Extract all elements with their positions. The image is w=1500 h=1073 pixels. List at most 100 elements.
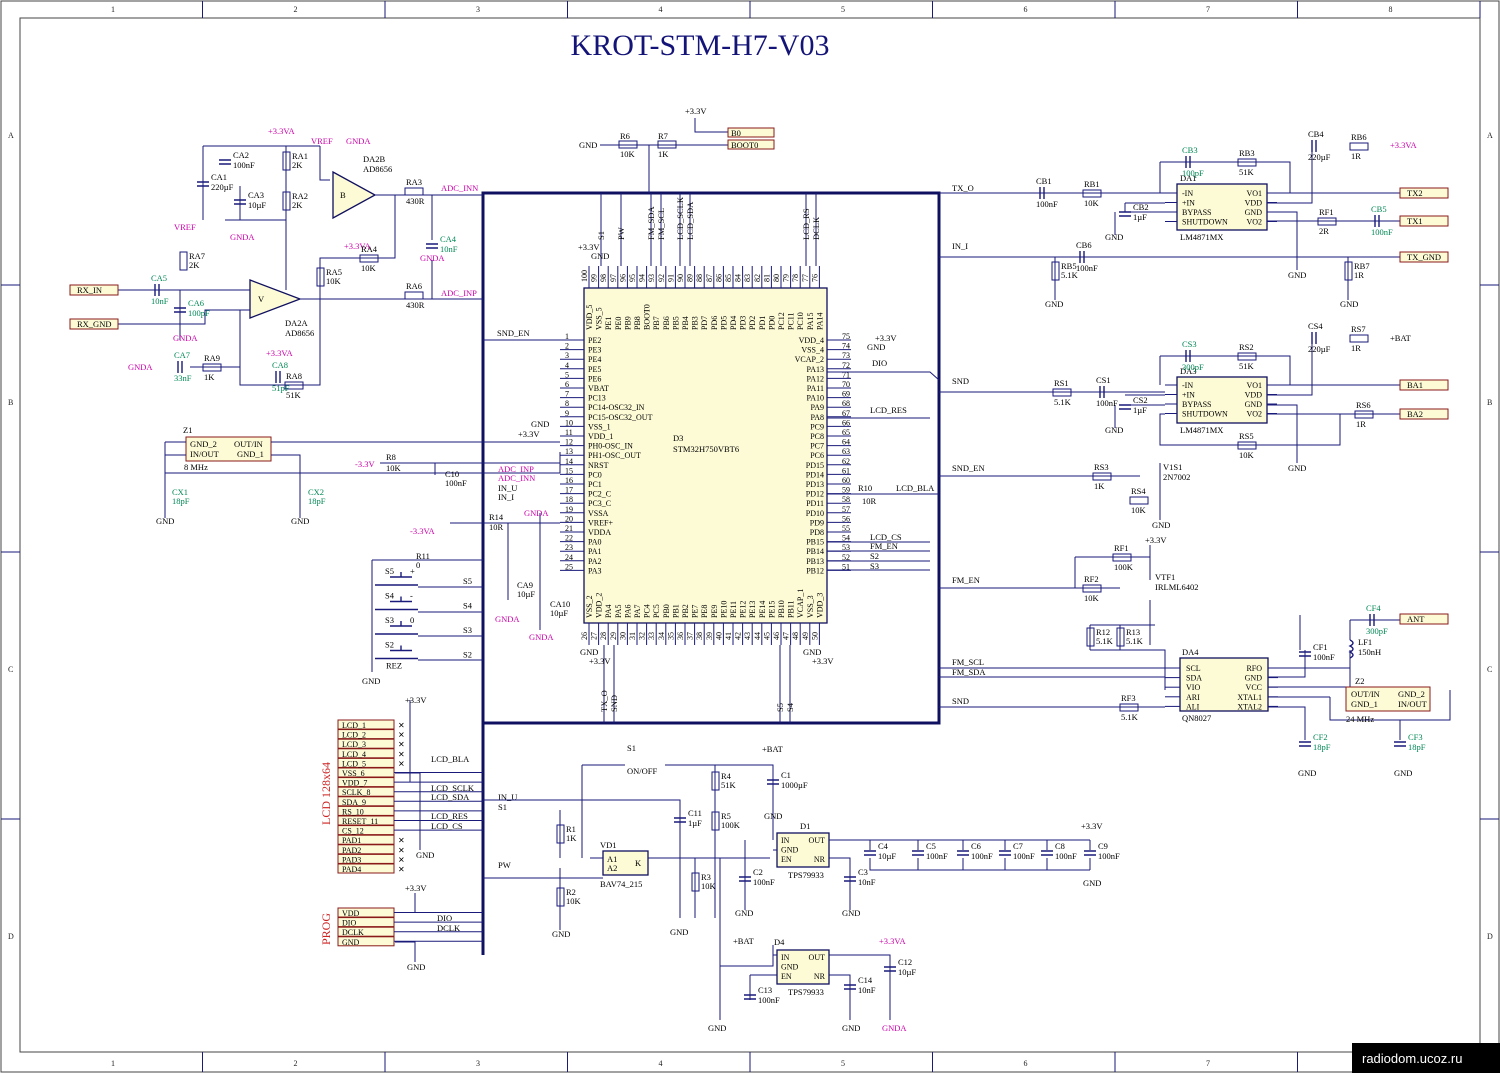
net-dclk-prog: DCLK xyxy=(437,923,461,933)
c6-val: 100nF xyxy=(971,851,993,861)
c4-body xyxy=(864,850,876,856)
radio-pin-left: SCL xyxy=(1186,664,1201,673)
ca3-val: 10µF xyxy=(248,200,266,210)
mcu-pin-num: 58 xyxy=(842,495,850,504)
mcu-pin-num: 63 xyxy=(842,447,850,456)
da2a-ref: DA2A xyxy=(285,318,309,328)
c3-ref: C3 xyxy=(858,867,868,877)
mcu-pin-name: PC4 xyxy=(643,604,652,618)
cf2-body xyxy=(1299,741,1311,747)
r12-val: 5.1K xyxy=(1096,636,1114,646)
mcu-pin-name: PC10 xyxy=(796,312,805,330)
cs1-val: 100nF xyxy=(1096,398,1118,408)
c9-val: 100nF xyxy=(1098,851,1120,861)
rs4-ref: RS4 xyxy=(1131,486,1146,496)
net-dio: DIO xyxy=(872,358,887,368)
gnda-ca9: GNDA xyxy=(495,614,520,624)
mcu-pin-name: PD10 xyxy=(806,509,824,518)
lcd-pin-box xyxy=(337,853,395,864)
r13-ref: R13 xyxy=(1126,627,1140,637)
rs3-val: 1K xyxy=(1094,481,1105,491)
mcu-pin-name: PD4 xyxy=(729,316,738,330)
mcu-pin-name: PE9 xyxy=(710,605,719,618)
mcu-pin-num: 49 xyxy=(801,632,810,640)
lcd-pin-label: LCD_5 xyxy=(342,759,366,768)
ba1-label: BA1 xyxy=(1407,380,1423,390)
amp-pin-right: GND xyxy=(1245,400,1263,409)
tx1-label: TX1 xyxy=(1407,216,1423,226)
mcu-pin-num: 100 xyxy=(580,270,589,282)
cb5-ref: CB5 xyxy=(1371,204,1387,214)
mcu-pin-name: PE12 xyxy=(739,601,748,618)
mcu-pin-name: PC11 xyxy=(787,313,796,331)
mcu-pin-num: 43 xyxy=(743,632,752,640)
mcu-pin-name: VDDA xyxy=(588,528,611,537)
gnd-prog: GND xyxy=(407,962,425,972)
v33-top: +3.3V xyxy=(578,242,600,252)
tx2-port xyxy=(1399,187,1449,199)
mcu-pin-name: VBAT xyxy=(588,384,609,393)
c11-body xyxy=(674,817,686,823)
c9-ref: C9 xyxy=(1098,841,1108,851)
d4-part: TPS79933 xyxy=(788,987,824,997)
opamp-a-sym: V xyxy=(258,294,265,304)
mcu-pin-name: PE11 xyxy=(729,601,738,618)
lcd-res-n: LCD_RES xyxy=(431,811,468,821)
c7-body xyxy=(999,850,1011,856)
button-S4-mark: - xyxy=(410,591,413,601)
net-snd-r: SND xyxy=(952,376,969,386)
gnd-reg: GND xyxy=(1083,878,1101,888)
net-tx-o: TX_O xyxy=(952,183,974,193)
cs4-ref: CS4 xyxy=(1308,321,1323,331)
ra4-body xyxy=(359,254,379,263)
reg0-pin-left: EN xyxy=(781,855,792,864)
button-S5-net: S5 xyxy=(463,576,472,586)
vd1-a2: A2 xyxy=(607,863,617,873)
mcu-pin-num: 36 xyxy=(676,632,685,640)
boot0-port xyxy=(727,139,775,150)
s1-b: S1 xyxy=(498,802,507,812)
amp-pin-left: BYPASS xyxy=(1182,208,1212,217)
frame-row-left: C xyxy=(8,665,13,674)
gnd-cx1: GND xyxy=(156,516,174,526)
rs4-body xyxy=(1129,496,1149,505)
mcu-pin-name: PA6 xyxy=(623,605,632,619)
amp-da3: DA3 LM4871MX -IN+INBYPASSSHUTDOWNVO1VDDG… xyxy=(1052,321,1449,530)
rs1-val: 5.1K xyxy=(1054,397,1072,407)
button-S5-ref: S5 xyxy=(385,566,394,576)
net-adc-inp-l: ADC_INP xyxy=(498,464,534,474)
rb6-body xyxy=(1349,142,1369,151)
adc-inn-label: ADC_INN xyxy=(441,183,478,193)
mcu-pin-num: 26 xyxy=(580,632,589,640)
gnd-c14: GND xyxy=(842,1023,860,1033)
cs1-body xyxy=(1099,386,1105,398)
cf4-val: 300pF xyxy=(1366,626,1388,636)
bat-d4: +BAT xyxy=(733,936,755,946)
mcu-pin-num: 19 xyxy=(565,505,573,514)
rs5-val: 10K xyxy=(1239,450,1255,460)
lcd-pin-box xyxy=(337,748,395,759)
z2-p1: OUT/IN xyxy=(1351,689,1380,699)
cb1-ref: CB1 xyxy=(1036,176,1052,186)
rb1-ref: RB1 xyxy=(1084,179,1100,189)
cf1-ref: CF1 xyxy=(1313,642,1328,652)
mcu-pin-num: 24 xyxy=(565,553,573,562)
rb3-body xyxy=(1237,158,1257,167)
lcd-pin-box xyxy=(337,834,395,845)
frame-col-top: 1 xyxy=(111,5,115,14)
z1-p3: OUT/IN xyxy=(234,439,263,449)
lcd-pin-label: RS_10 xyxy=(342,807,364,816)
rf3-val: 5.1K xyxy=(1121,712,1139,722)
r3-ref: R3 xyxy=(701,872,711,882)
mcu-pin-num: 28 xyxy=(599,632,608,640)
c3-body xyxy=(844,876,856,882)
watermark-bg xyxy=(1352,1043,1500,1073)
mcu-pin-name: PE13 xyxy=(748,601,757,618)
ca10-ref: CA10 xyxy=(550,599,570,609)
bottom-net-label: S5 xyxy=(775,703,785,712)
ca9-ref: CA9 xyxy=(517,580,533,590)
button-S5-body xyxy=(375,572,418,586)
top-net-label: FM_SCL xyxy=(656,208,666,240)
ca4-body xyxy=(426,243,438,249)
ra5-body xyxy=(316,267,325,287)
